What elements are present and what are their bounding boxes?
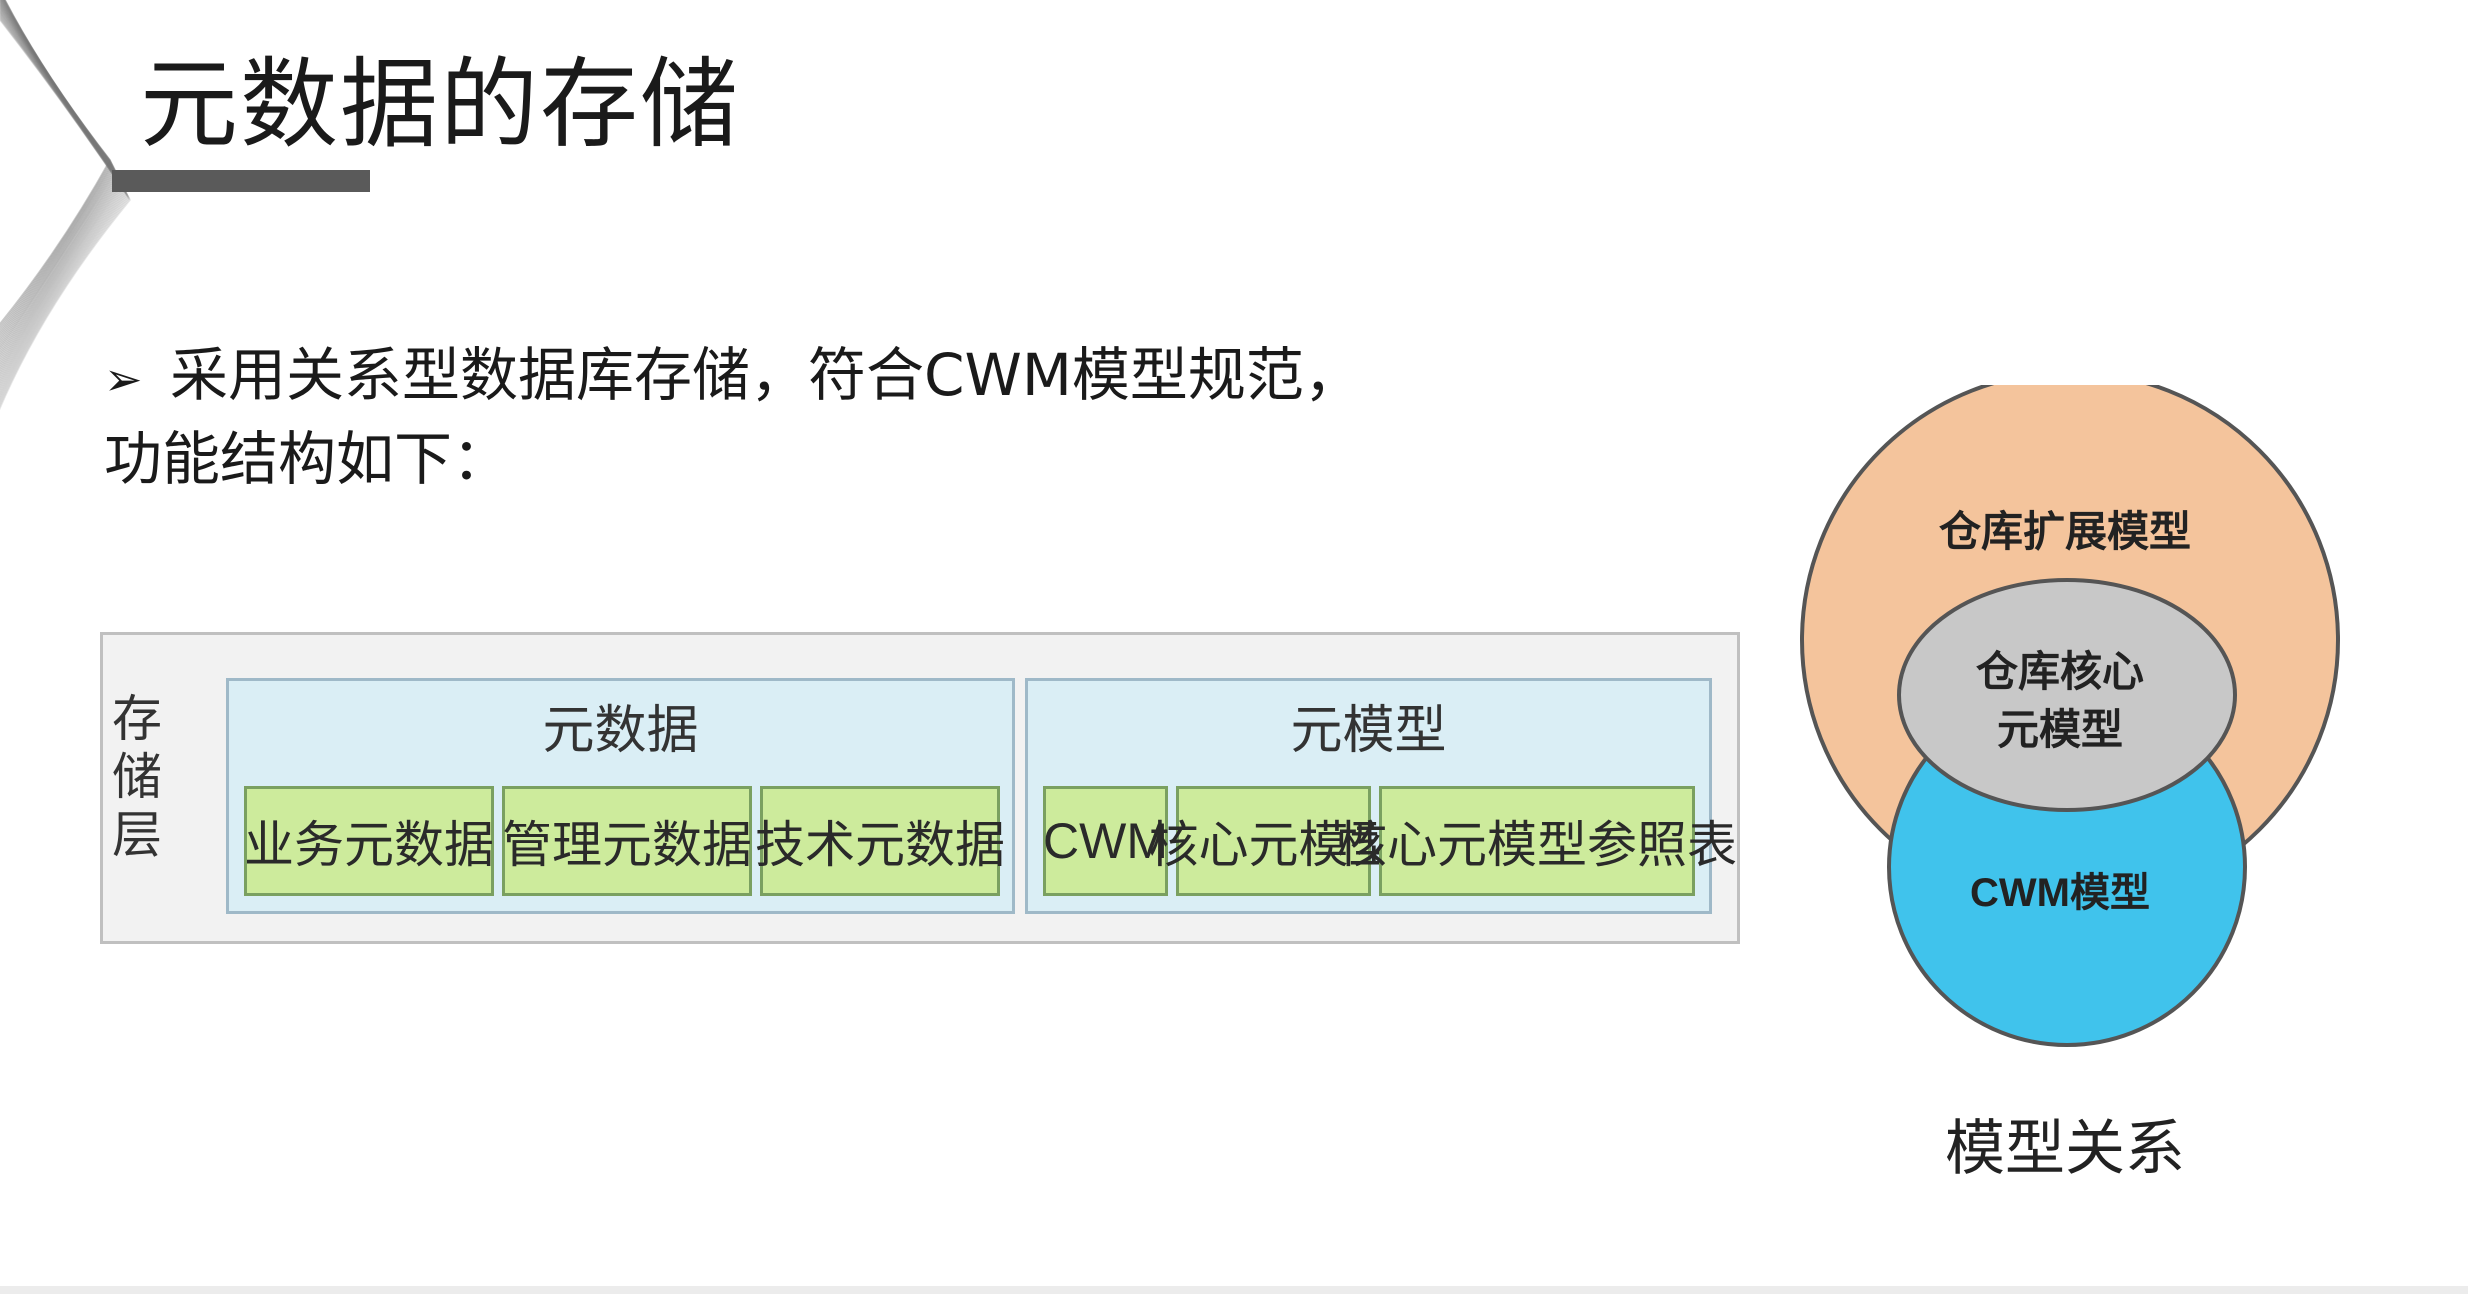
slide-title: 元数据的存储	[140, 48, 741, 162]
decor-line	[0, 0, 115, 340]
cwm-cell: CWM	[1043, 786, 1168, 896]
technical-metadata-cell: 技术元数据	[755, 786, 1005, 896]
core-metamodel-cell: 核心元模型	[1149, 786, 1399, 896]
metamodel-group: 元模型 CWM 核心元模型 核心元模型参照表	[1025, 678, 1737, 914]
slide-bottom-edge	[0, 1286, 2468, 1294]
bullet-line-1: 采用关系型数据库存储，符合CWM模型规范，	[170, 341, 1362, 409]
decor-line	[0, 0, 113, 330]
decor-line	[0, 0, 113, 333]
storage-layer-label-text: 存储层	[112, 690, 162, 864]
bullet-line-2: 功能结构如下：	[104, 425, 511, 493]
bullet-text: ➢ 采用关系型数据库存储，符合CWM模型规范， 功能结构如下：	[104, 335, 1362, 499]
warehouse-extension-model-label: 仓库扩展模型	[1938, 507, 2191, 556]
bullet-arrow-icon: ➢	[104, 352, 143, 406]
management-metadata-cell: 管理元数据	[502, 786, 752, 896]
business-metadata-cell: 业务元数据	[244, 786, 494, 896]
core-metamodel-reference-table-cell: 核心元模型参照表	[1337, 786, 1737, 896]
decor-line	[0, 17, 130, 406]
decor-line	[0, 16, 130, 404]
decor-line	[0, 13, 127, 394]
model-relationship-diagram	[1800, 385, 2340, 1047]
decor-line	[0, 0, 111, 326]
warehouse-core-metamodel-circle	[1897, 578, 2237, 812]
metadata-group-title: 元数据	[542, 701, 699, 761]
cwm-model-label: CWM模型	[1970, 871, 2150, 915]
decor-line	[0, 0, 115, 343]
metadata-group: 元数据 业务元数据 管理元数据 技术元数据	[226, 678, 1015, 914]
decor-line	[0, 0, 116, 345]
storage-layer-diagram: 存储层 元数据 业务元数据 管理元数据 技术元数据 元模型 CWM 核心元模型 …	[100, 632, 1740, 944]
decor-line	[0, 15, 129, 399]
decor-line	[0, 19, 131, 411]
decor-line	[0, 0, 114, 338]
decor-line	[0, 16, 129, 401]
decor-line	[0, 0, 114, 335]
decor-line	[0, 18, 131, 408]
storage-layer-label: 存储层	[109, 690, 165, 864]
decor-line	[0, 0, 112, 328]
title-underline-bar	[112, 170, 370, 192]
model-relationship-caption: 模型关系	[1945, 1114, 2185, 1184]
metamodel-group-title: 元模型	[1290, 701, 1447, 761]
core-label-line-1: 仓库核心	[1975, 647, 2144, 696]
warehouse-core-metamodel-label: 仓库核心 元模型	[1910, 643, 2210, 759]
decor-line	[0, 14, 128, 396]
core-label-line-2: 元模型	[1996, 705, 2123, 754]
